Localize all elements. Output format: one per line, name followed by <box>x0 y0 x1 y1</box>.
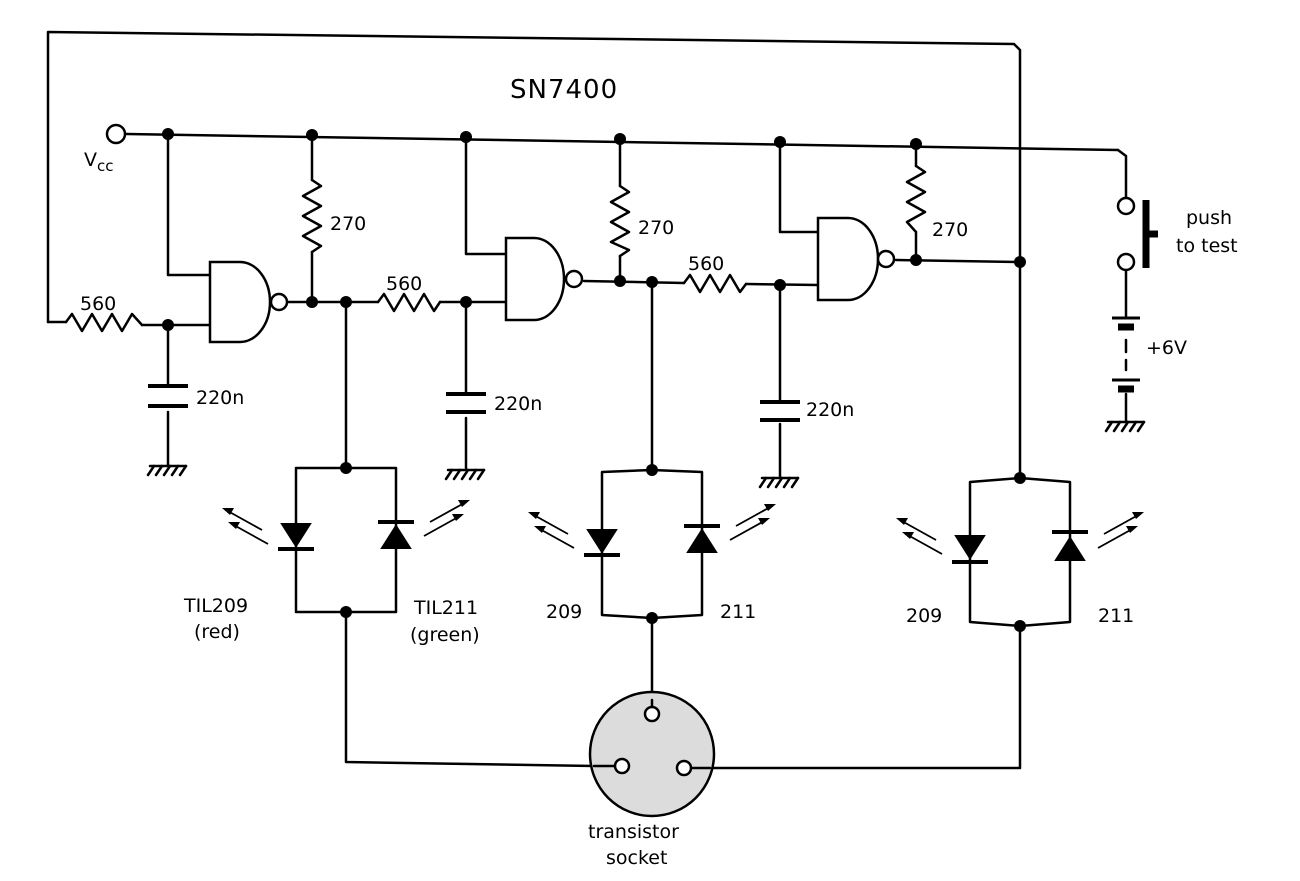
led-green-3 <box>1052 511 1145 561</box>
ground-3 <box>758 476 800 489</box>
pullup-resistor-2 <box>609 184 631 258</box>
pullup-resistor-1 <box>301 178 323 254</box>
pullup-resistor-2-label: 270 <box>638 217 674 239</box>
pullup-resistor-1-label: 270 <box>330 213 366 235</box>
socket-label-line2: socket <box>606 847 667 869</box>
nand-gate-3 <box>816 216 896 302</box>
vcc-terminal: Vcc <box>84 123 127 175</box>
led-red-2 <box>527 511 620 557</box>
capacitor-1 <box>148 384 188 408</box>
ground-1 <box>146 464 188 477</box>
led-red-2-label: 209 <box>546 601 582 623</box>
series-resistor-3 <box>682 273 748 294</box>
junction-dots <box>162 128 1026 632</box>
battery <box>1112 316 1140 393</box>
series-resistor-2-label: 560 <box>386 273 422 295</box>
led-green-2 <box>684 503 777 553</box>
series-resistor-1-label: 560 <box>80 293 116 315</box>
series-resistor-1 <box>64 312 144 333</box>
nand-gate-1 <box>208 260 289 344</box>
led-green-3-label: 211 <box>1098 605 1134 627</box>
led-red-1 <box>221 507 314 551</box>
switch-label-line2: to test <box>1176 235 1238 257</box>
battery-label: +6V <box>1146 337 1187 359</box>
series-resistor-3-label: 560 <box>688 253 724 275</box>
vcc-label: Vcc <box>84 149 114 175</box>
led-green-2-label: 211 <box>720 601 756 623</box>
chip-label: SN7400 <box>510 75 618 105</box>
led-red-3 <box>895 517 988 564</box>
led-green-1-label: TIL211 <box>413 597 478 619</box>
capacitor-2-label: 220n <box>494 393 542 415</box>
ground-2 <box>444 468 486 481</box>
switch-label: push <box>1186 207 1232 229</box>
capacitor-1-label: 220n <box>196 387 244 409</box>
capacitor-2 <box>446 392 486 414</box>
led-red-1-label: TIL209 <box>183 595 248 617</box>
capacitor-3-label: 220n <box>806 399 854 421</box>
push-to-test-switch <box>1116 196 1158 272</box>
capacitor-3 <box>760 400 800 422</box>
led-red-3-label: 209 <box>906 605 942 627</box>
ground-4 <box>1104 420 1146 433</box>
series-resistor-2 <box>376 292 442 313</box>
led-green-1-color-label: (green) <box>410 624 480 646</box>
pullup-resistor-3-label: 270 <box>932 219 968 241</box>
led-red-1-color-label: (red) <box>194 621 240 643</box>
pullup-resistor-3 <box>905 164 927 234</box>
socket-label: transistor <box>588 821 679 843</box>
nand-gate-2 <box>504 236 584 322</box>
transistor-socket <box>588 690 716 818</box>
led-green-1 <box>378 499 471 549</box>
